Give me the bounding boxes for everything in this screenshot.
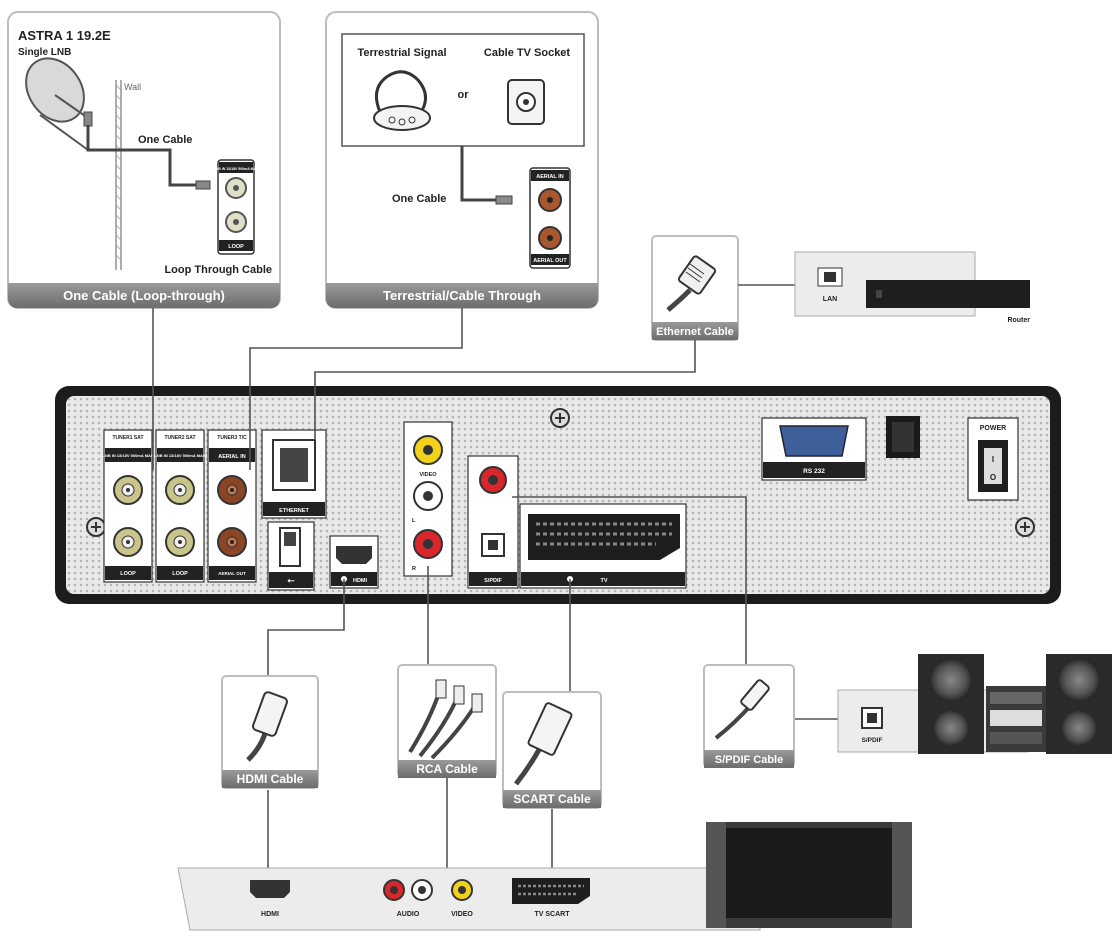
tv-scart-label: TV SCART (535, 911, 571, 918)
tv-hdmi-port: HDMI (250, 880, 290, 918)
fan-vent (886, 416, 920, 458)
rca-cable-label: RCA Cable (416, 762, 478, 776)
wall-icon (115, 80, 122, 270)
speaker-icon (1046, 654, 1112, 754)
ethernet-port: ETHERNET (261, 429, 327, 519)
rca-plug-icon (408, 679, 483, 760)
spdif-port: S/PDIF (467, 455, 519, 589)
aerial-out-port-label: AERIAL OUT (533, 258, 567, 264)
rca-ports: VIDEO L R (403, 421, 453, 577)
audio-r-label: R (412, 566, 416, 572)
wall-label: Wall (124, 82, 141, 92)
terrestrial-caption: Terrestrial/Cable Through (383, 288, 541, 303)
rs232-label: RS 232 (803, 468, 825, 475)
tuner3-ports: TUNER3 T/C AERIAL IN AERIAL OUT (207, 429, 257, 583)
scart-port: TV (519, 503, 687, 589)
audio-spdif-label: S/PDIF (862, 737, 883, 744)
tv-connection-panel: HDMI AUDIO VIDEO TV SCART (177, 867, 761, 931)
hdmi-plug-icon (246, 691, 288, 762)
usb-icon: ⭠ (287, 575, 295, 585)
tuner1-label: TUNER1 SAT (112, 435, 143, 441)
tv-hdmi-label: HDMI (261, 911, 279, 918)
tv-video-port: VIDEO (451, 879, 473, 918)
scart-plug-icon (514, 702, 573, 786)
scart-cable-label: SCART Cable (513, 792, 591, 806)
tuner1-ports: TUNER1 SAT LNB IN 13/18V 500mA MAX LOOP (102, 429, 154, 583)
receiver-back-panel: TUNER1 SAT LNB IN 13/18V 500mA MAX LOOP … (55, 386, 1061, 604)
rs232-port: RS 232 (761, 417, 867, 481)
spdif-plug-icon (714, 679, 770, 740)
spdif-cable-card: S/PDIF Cable (703, 664, 795, 768)
router: LAN Router (794, 251, 1030, 324)
screw-icon (550, 408, 570, 428)
terrestrial-panel: Terrestrial Signal or Cable TV Socket On… (325, 11, 599, 309)
hdmi-cable-label: HDMI Cable (237, 772, 304, 786)
satellite-panel: ASTRA 1 19.2E Single LNB Wall One Cable … (7, 11, 281, 309)
lnb1-label: LNB IN 13/18V 500mA MAX (102, 453, 154, 458)
loop1-label: LOOP (120, 571, 136, 577)
satellite-caption: One Cable (Loop-through) (63, 288, 225, 303)
screw-icon (1015, 517, 1035, 537)
aerial-port-block: AERIAL IN AERIAL OUT (529, 167, 571, 269)
loop-port-label: LOOP (228, 244, 244, 250)
tv-port-label: TV (600, 578, 607, 584)
connection-wires (152, 308, 840, 876)
usb-port: ⭠ (267, 521, 315, 591)
loop-through-label: Loop Through Cable (164, 264, 272, 276)
screw-icon (86, 517, 106, 537)
lnb-port-label: LNB IN 13/18V 500mA MAX (214, 167, 259, 171)
lnb-port-block: LNB IN 13/18V 500mA MAX LOOP (214, 159, 259, 255)
television-icon (706, 822, 912, 928)
ethernet-plug-icon (666, 255, 717, 312)
audio-system: S/PDIF (837, 654, 1112, 754)
tv-scart-port: TV SCART (512, 878, 590, 918)
ethernet-cable-label: Ethernet Cable (656, 326, 734, 338)
stereo-unit-icon (986, 686, 1046, 752)
tv-audio-ports: AUDIO (383, 879, 433, 918)
antenna-icon (373, 70, 431, 131)
scart-cable-card: SCART Cable (502, 691, 602, 809)
router-label: Router (1007, 317, 1030, 324)
aerial-in-label: AERIAL IN (218, 454, 245, 460)
rca-cable-card: RCA Cable (397, 664, 497, 778)
satellite-title: ASTRA 1 19.2E (18, 28, 111, 43)
speaker-icon (918, 654, 984, 754)
satellite-subtitle: Single LNB (18, 47, 71, 58)
satellite-dish-icon (25, 57, 93, 151)
lan-label: LAN (823, 296, 837, 303)
hdmi-port: HDMI (329, 535, 379, 589)
loop2-label: LOOP (172, 571, 188, 577)
lnb2-label: LNB IN 13/18V 500mA MAX (154, 453, 206, 458)
terrestrial-one-cable-label: One Cable (392, 193, 446, 205)
tv-audio-label: AUDIO (397, 911, 420, 918)
spdif-cable-label: S/PDIF Cable (715, 754, 783, 766)
aerial-in-port-label: AERIAL IN (536, 174, 563, 180)
terrestrial-signal-label: Terrestrial Signal (357, 47, 446, 59)
tuner2-label: TUNER2 SAT (164, 435, 195, 441)
ethernet-port-label: ETHERNET (279, 508, 309, 514)
wall-socket-icon (507, 79, 545, 125)
tuner2-ports: TUNER2 SAT LNB IN 13/18V 500mA MAX LOOP (154, 429, 206, 583)
or-label: or (458, 89, 470, 101)
tuner3-label: TUNER3 T/C (217, 435, 247, 441)
audio-l-label: L (412, 518, 416, 524)
one-cable-label: One Cable (138, 134, 192, 146)
ethernet-cable-card: Ethernet Cable (651, 235, 739, 341)
svg-text:I: I (992, 455, 994, 464)
power-switch[interactable]: POWER I O (967, 417, 1019, 501)
tv-video-label: VIDEO (451, 911, 473, 918)
aerial-out-label: AERIAL OUT (218, 571, 246, 576)
cable-tv-socket-label: Cable TV Socket (484, 47, 571, 59)
video-label: VIDEO (419, 472, 437, 478)
hdmi-cable-card: HDMI Cable (221, 675, 319, 789)
power-label: POWER (980, 425, 1006, 432)
spdif-port-label: S/PDIF (484, 578, 502, 584)
svg-text:O: O (990, 473, 996, 482)
hdmi-port-label: HDMI (353, 578, 368, 584)
